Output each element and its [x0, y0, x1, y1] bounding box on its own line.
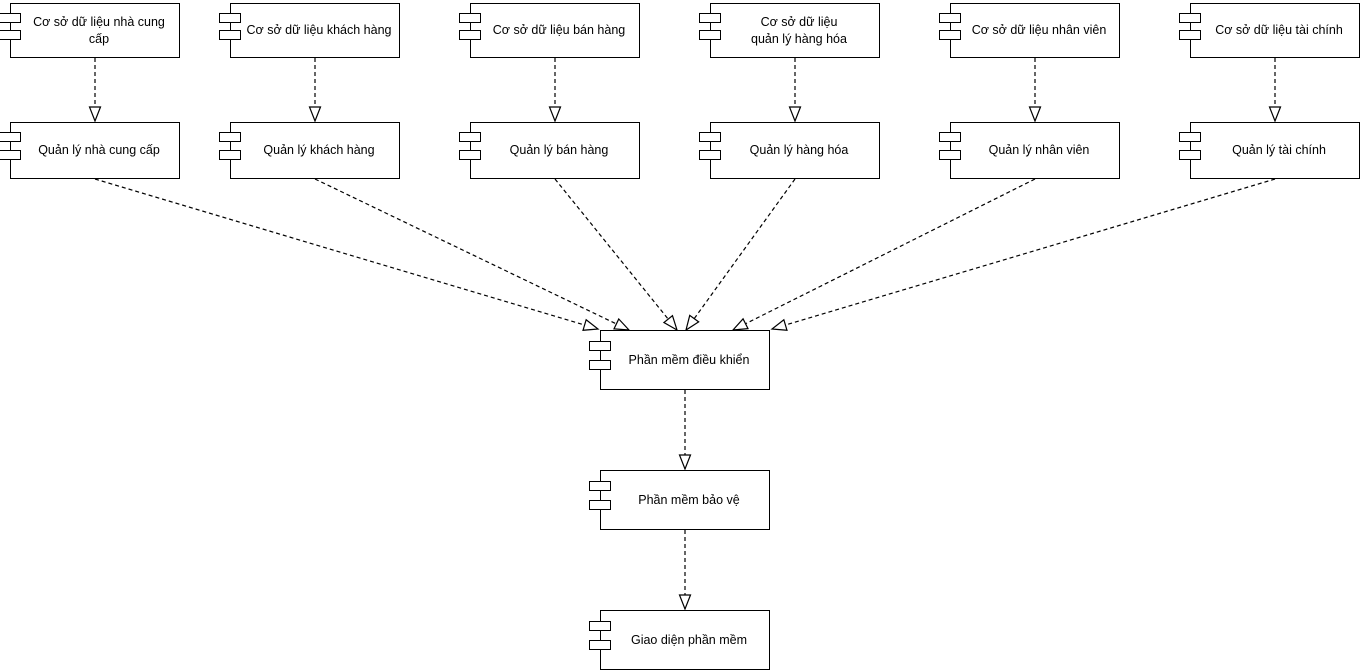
component-db-tai-chinh: Cơ sở dữ liệu tài chính: [1179, 3, 1360, 58]
component-label: Quản lý nhà cung cấp: [11, 123, 179, 178]
component-label-line: Cơ sở dữ liệu tài chính: [1215, 23, 1343, 38]
component-icon-tab: [459, 132, 481, 142]
component-icon-tab: [219, 30, 241, 40]
component-icon-tab: [1179, 132, 1201, 142]
component-icon-tab: [0, 13, 21, 23]
component-label: Cơ sở dữ liệu nhân viên: [951, 4, 1119, 57]
component-label: Phần mềm bảo vệ: [601, 471, 769, 529]
component-icon-tab: [0, 150, 21, 160]
component-ql-ban-hang: Quản lý bán hàng: [459, 122, 640, 179]
component-icon-tab: [589, 341, 611, 351]
component-label-line: Phần mềm bảo vệ: [638, 492, 740, 507]
component-icon-tab: [589, 481, 611, 491]
component-ql-nhan-vien: Quản lý nhân viên: [939, 122, 1120, 179]
component-icon-tab: [939, 13, 961, 23]
component-giao-dien-phan-mem: Giao diện phần mềm: [589, 610, 770, 670]
component-label-line: Cơ sở dữ liệu bán hàng: [492, 23, 626, 38]
component-icon-tab: [459, 150, 481, 160]
component-icon-tab: [219, 150, 241, 160]
dependency-arrow-ql-khach-hang--phan-mem-dieu-khien: [314, 178, 631, 331]
component-ql-nha-cung-cap: Quản lý nhà cung cấp: [0, 122, 180, 179]
component-label: Cơ sở dữ liệu khách hàng: [231, 4, 399, 57]
component-db-nhan-vien: Cơ sở dữ liệu nhân viên: [939, 3, 1120, 58]
component-label-line: Quản lý nhân viên: [988, 143, 1090, 158]
component-icon-tab: [589, 360, 611, 370]
component-icon-tab: [0, 132, 21, 142]
component-icon-tab: [589, 640, 611, 650]
dependency-arrow-ql-tai-chinh--phan-mem-dieu-khien: [770, 178, 1276, 331]
component-label-line: Quản lý hàng hóa: [749, 143, 849, 158]
dependency-arrow-ql-nhan-vien--phan-mem-dieu-khien: [731, 178, 1036, 331]
dependency-arrow-ql-hang-hoa--phan-mem-dieu-khien: [685, 178, 796, 332]
component-label-line: Quản lý bán hàng: [509, 143, 609, 158]
component-db-ban-hang: Cơ sở dữ liệu bán hàng: [459, 3, 640, 58]
component-icon-tab: [699, 30, 721, 40]
component-label: Cơ sở dữ liệu bán hàng: [471, 4, 639, 57]
component-label-line: Cơ sở dữ liệu nhân viên: [971, 23, 1107, 38]
component-icon-tab: [459, 13, 481, 23]
component-icon-tab: [219, 132, 241, 142]
component-icon-tab: [699, 132, 721, 142]
component-label: Quản lý hàng hóa: [711, 123, 879, 178]
component-label: Quản lý tài chính: [1191, 123, 1359, 178]
component-label: Quản lý nhân viên: [951, 123, 1119, 178]
component-ql-khach-hang: Quản lý khách hàng: [219, 122, 400, 179]
component-label-line: Cơ sở dữ liệu khách hàng: [246, 23, 392, 38]
component-label: Quản lý bán hàng: [471, 123, 639, 178]
component-icon-tab: [1179, 30, 1201, 40]
component-phan-mem-bao-ve: Phần mềm bảo vệ: [589, 470, 770, 530]
component-label: Quản lý khách hàng: [231, 123, 399, 178]
component-label-line: Phần mềm điều khiển: [628, 352, 750, 367]
dependency-arrow-ql-ban-hang--phan-mem-dieu-khien: [554, 178, 679, 332]
component-icon-tab: [219, 13, 241, 23]
component-icon-tab: [1179, 150, 1201, 160]
component-label-line: Quản lý nhà cung cấp: [38, 143, 160, 158]
component-label-line: Quản lý khách hàng: [263, 143, 375, 158]
dependency-arrow-ql-nha-cung-cap--phan-mem-dieu-khien: [94, 178, 600, 331]
component-ql-tai-chinh: Quản lý tài chính: [1179, 122, 1360, 179]
component-db-nha-cung-cap: Cơ sở dữ liệu nhà cung cấp: [0, 3, 180, 58]
component-label: Cơ sở dữ liệu nhà cung cấp: [11, 4, 179, 57]
component-icon-tab: [0, 30, 21, 40]
component-icon-tab: [699, 150, 721, 160]
component-label-line: Giao diện phần mềm: [630, 632, 748, 647]
component-icon-tab: [589, 621, 611, 631]
component-icon-tab: [939, 150, 961, 160]
component-icon-tab: [589, 500, 611, 510]
component-ql-hang-hoa: Quản lý hàng hóa: [699, 122, 880, 179]
component-label-line: Cơ sở dữ liệu nhà cung cấp: [33, 15, 165, 46]
component-icon-tab: [459, 30, 481, 40]
component-label: Cơ sở dữ liệu tài chính: [1191, 4, 1359, 57]
component-label-line: Cơ sở dữ liệu: [760, 15, 838, 30]
component-icon-tab: [1179, 13, 1201, 23]
component-phan-mem-dieu-khien: Phần mềm điều khiển: [589, 330, 770, 390]
component-db-khach-hang: Cơ sở dữ liệu khách hàng: [219, 3, 400, 58]
component-icon-tab: [939, 132, 961, 142]
component-label: Phần mềm điều khiển: [601, 331, 769, 389]
component-icon-tab: [699, 13, 721, 23]
component-icon-tab: [939, 30, 961, 40]
component-label-line: Quản lý tài chính: [1232, 143, 1326, 158]
component-label: Giao diện phần mềm: [601, 611, 769, 669]
component-label-line: quản lý hàng hóa: [751, 31, 847, 46]
